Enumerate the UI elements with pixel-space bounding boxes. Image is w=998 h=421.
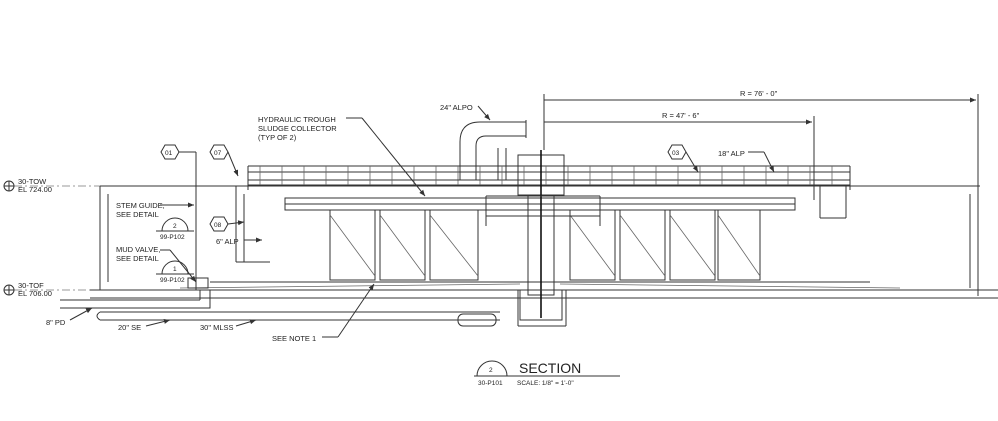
- alpo-pipe: [456, 120, 527, 181]
- svg-text:1: 1: [173, 266, 177, 273]
- inner-radius-label: R = 47' - 6": [662, 111, 700, 120]
- section-title: SECTION: [519, 360, 581, 376]
- svg-text:07: 07: [214, 150, 222, 157]
- detail-ref-mud-valve: 1 99-P102: [156, 260, 194, 284]
- outer-radius-dimension: R = 76' - 0": [543, 89, 979, 186]
- collector-frame: [329, 209, 376, 281]
- tow-el: EL 724.00: [18, 185, 52, 194]
- title-tag-sheet: 30-P101: [478, 380, 503, 387]
- tow-elevation-symbol: [3, 180, 15, 192]
- mud-valve-detail: SEE DETAIL: [116, 254, 159, 263]
- svg-text:99-P102: 99-P102: [160, 277, 185, 284]
- sludge-collector-callout: SLUDGE COLLECTOR: [258, 124, 337, 133]
- tag-03: 03: [667, 144, 699, 173]
- pd-callout: 8" PD: [46, 318, 66, 327]
- center-column: [485, 150, 601, 321]
- frame-brace: [329, 214, 376, 277]
- alpo-callout: 24" ALPO: [440, 103, 473, 112]
- collector-frame: [429, 209, 479, 281]
- tag-01: 01: [160, 144, 197, 290]
- svg-text:2: 2: [173, 223, 177, 230]
- collector-frame: [569, 209, 616, 281]
- tof-el: EL 706.00: [18, 289, 52, 298]
- typ-callout: (TYP OF 2): [258, 133, 297, 142]
- alp-18-callout: 18" ALP: [718, 149, 745, 158]
- tag-07: 07: [209, 144, 239, 177]
- frame-brace: [619, 214, 666, 277]
- title-tag-number: 2: [489, 367, 493, 374]
- collector-frame: [619, 209, 666, 281]
- tow-name: 30-TOW: [18, 177, 47, 186]
- section-title-block: 2 30-P101 SECTION SCALE: 1/8" = 1'-0": [474, 360, 620, 387]
- mlss-callout: 30" MLSS: [200, 323, 234, 332]
- stem-guide-detail: SEE DETAIL: [116, 210, 159, 219]
- handrail-posts: [259, 166, 833, 185]
- see-note-callout: SEE NOTE 1: [272, 334, 316, 343]
- frame-brace: [669, 214, 716, 277]
- se-callout: 20" SE: [118, 323, 141, 332]
- frame-brace: [569, 214, 616, 277]
- svg-text:99-P102: 99-P102: [160, 234, 185, 241]
- svg-text:08: 08: [214, 222, 222, 229]
- mud-valve-callout: MUD VALVE,: [116, 245, 160, 254]
- alp-6-callout: 6" ALP: [216, 237, 239, 246]
- svg-text:01: 01: [165, 150, 173, 157]
- tag-08: 08: [209, 216, 245, 232]
- frame-brace: [717, 214, 761, 277]
- collector-frames: [329, 209, 761, 281]
- tof-name: 30-TOF: [18, 281, 44, 290]
- collector-frame: [717, 209, 761, 281]
- tank-structure: [90, 185, 998, 299]
- stem-guide-callout: STEM GUIDE,: [116, 201, 165, 210]
- outer-radius-label: R = 76' - 0": [740, 89, 778, 98]
- collector-frame: [669, 209, 716, 281]
- detail-ref-stem-guide: 2 99-P102: [156, 217, 194, 241]
- tof-elevation-symbol: [3, 284, 15, 296]
- hydraulic-trough-callout: HYDRAULIC TROUGH: [258, 115, 336, 124]
- underground-piping: [60, 277, 567, 327]
- collector-frame: [379, 209, 426, 281]
- frame-brace: [429, 214, 479, 277]
- svg-text:03: 03: [672, 150, 680, 157]
- inner-radius-dimension: R = 47' - 6": [544, 111, 815, 200]
- frame-brace: [379, 214, 426, 277]
- section-scale: SCALE: 1/8" = 1'-0": [517, 380, 574, 387]
- collector-truss: [284, 197, 796, 211]
